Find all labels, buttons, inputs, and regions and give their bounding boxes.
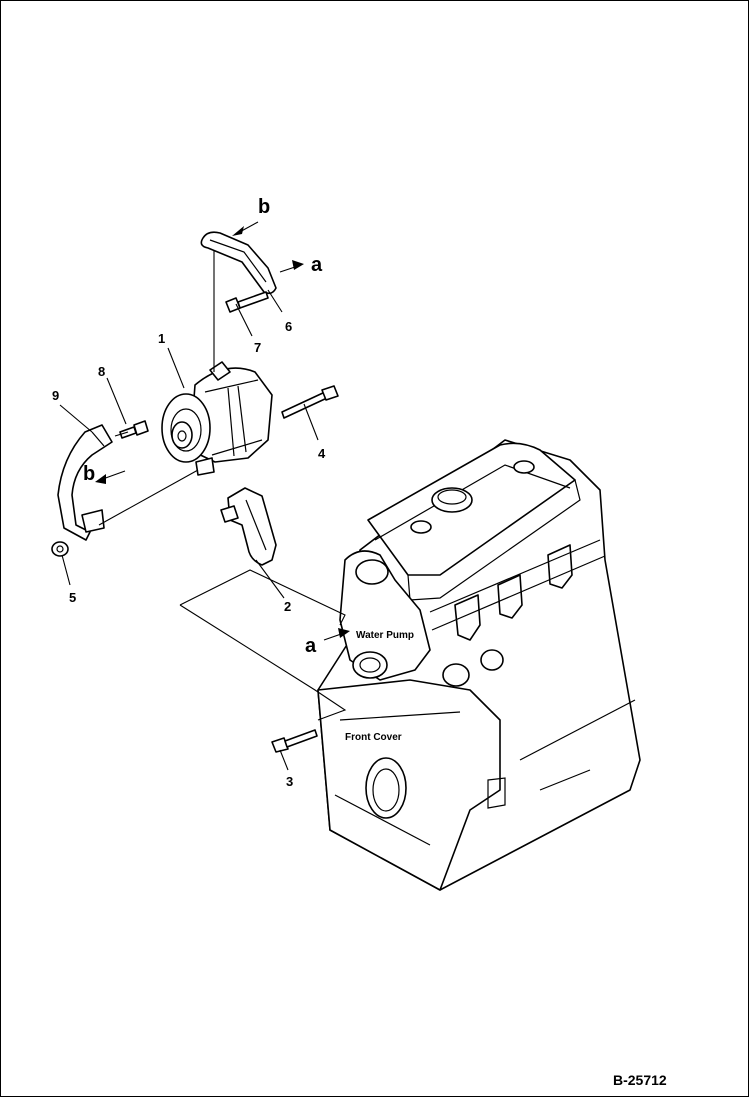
part-number-6: 6 [285,319,292,334]
bolt-7 [225,291,269,313]
bolt-8 [119,420,149,439]
ref-letter-b-left: b [83,463,95,485]
part-number-9: 9 [52,388,59,403]
alternator [161,361,273,476]
assembly-lines [59,250,347,771]
front-cover-callout: Front Cover [345,732,402,743]
ref-letter-a-right: a [311,254,323,276]
nut-5 [51,541,69,557]
ref-letter-b-top: b [258,196,270,218]
part-number-3: 3 [286,774,293,789]
bolt-4 [281,385,339,419]
engine-block [317,439,641,891]
water-pump-callout: Water Pump [356,630,414,641]
document-id: B-25712 [613,1072,667,1088]
part-number-2: 2 [284,599,291,614]
mounting-bracket [220,487,277,566]
adjusting-bar [200,231,277,295]
bolt-3 [271,729,318,753]
part-number-4: 4 [318,446,326,461]
part-number-5: 5 [69,590,76,605]
part-number-1: 1 [158,331,165,346]
reference-arrows [95,221,350,641]
bracket-9 [57,424,113,541]
ref-letter-a-engine: a [305,635,317,657]
part-number-8: 8 [98,364,105,379]
part-number-7: 7 [254,340,261,355]
